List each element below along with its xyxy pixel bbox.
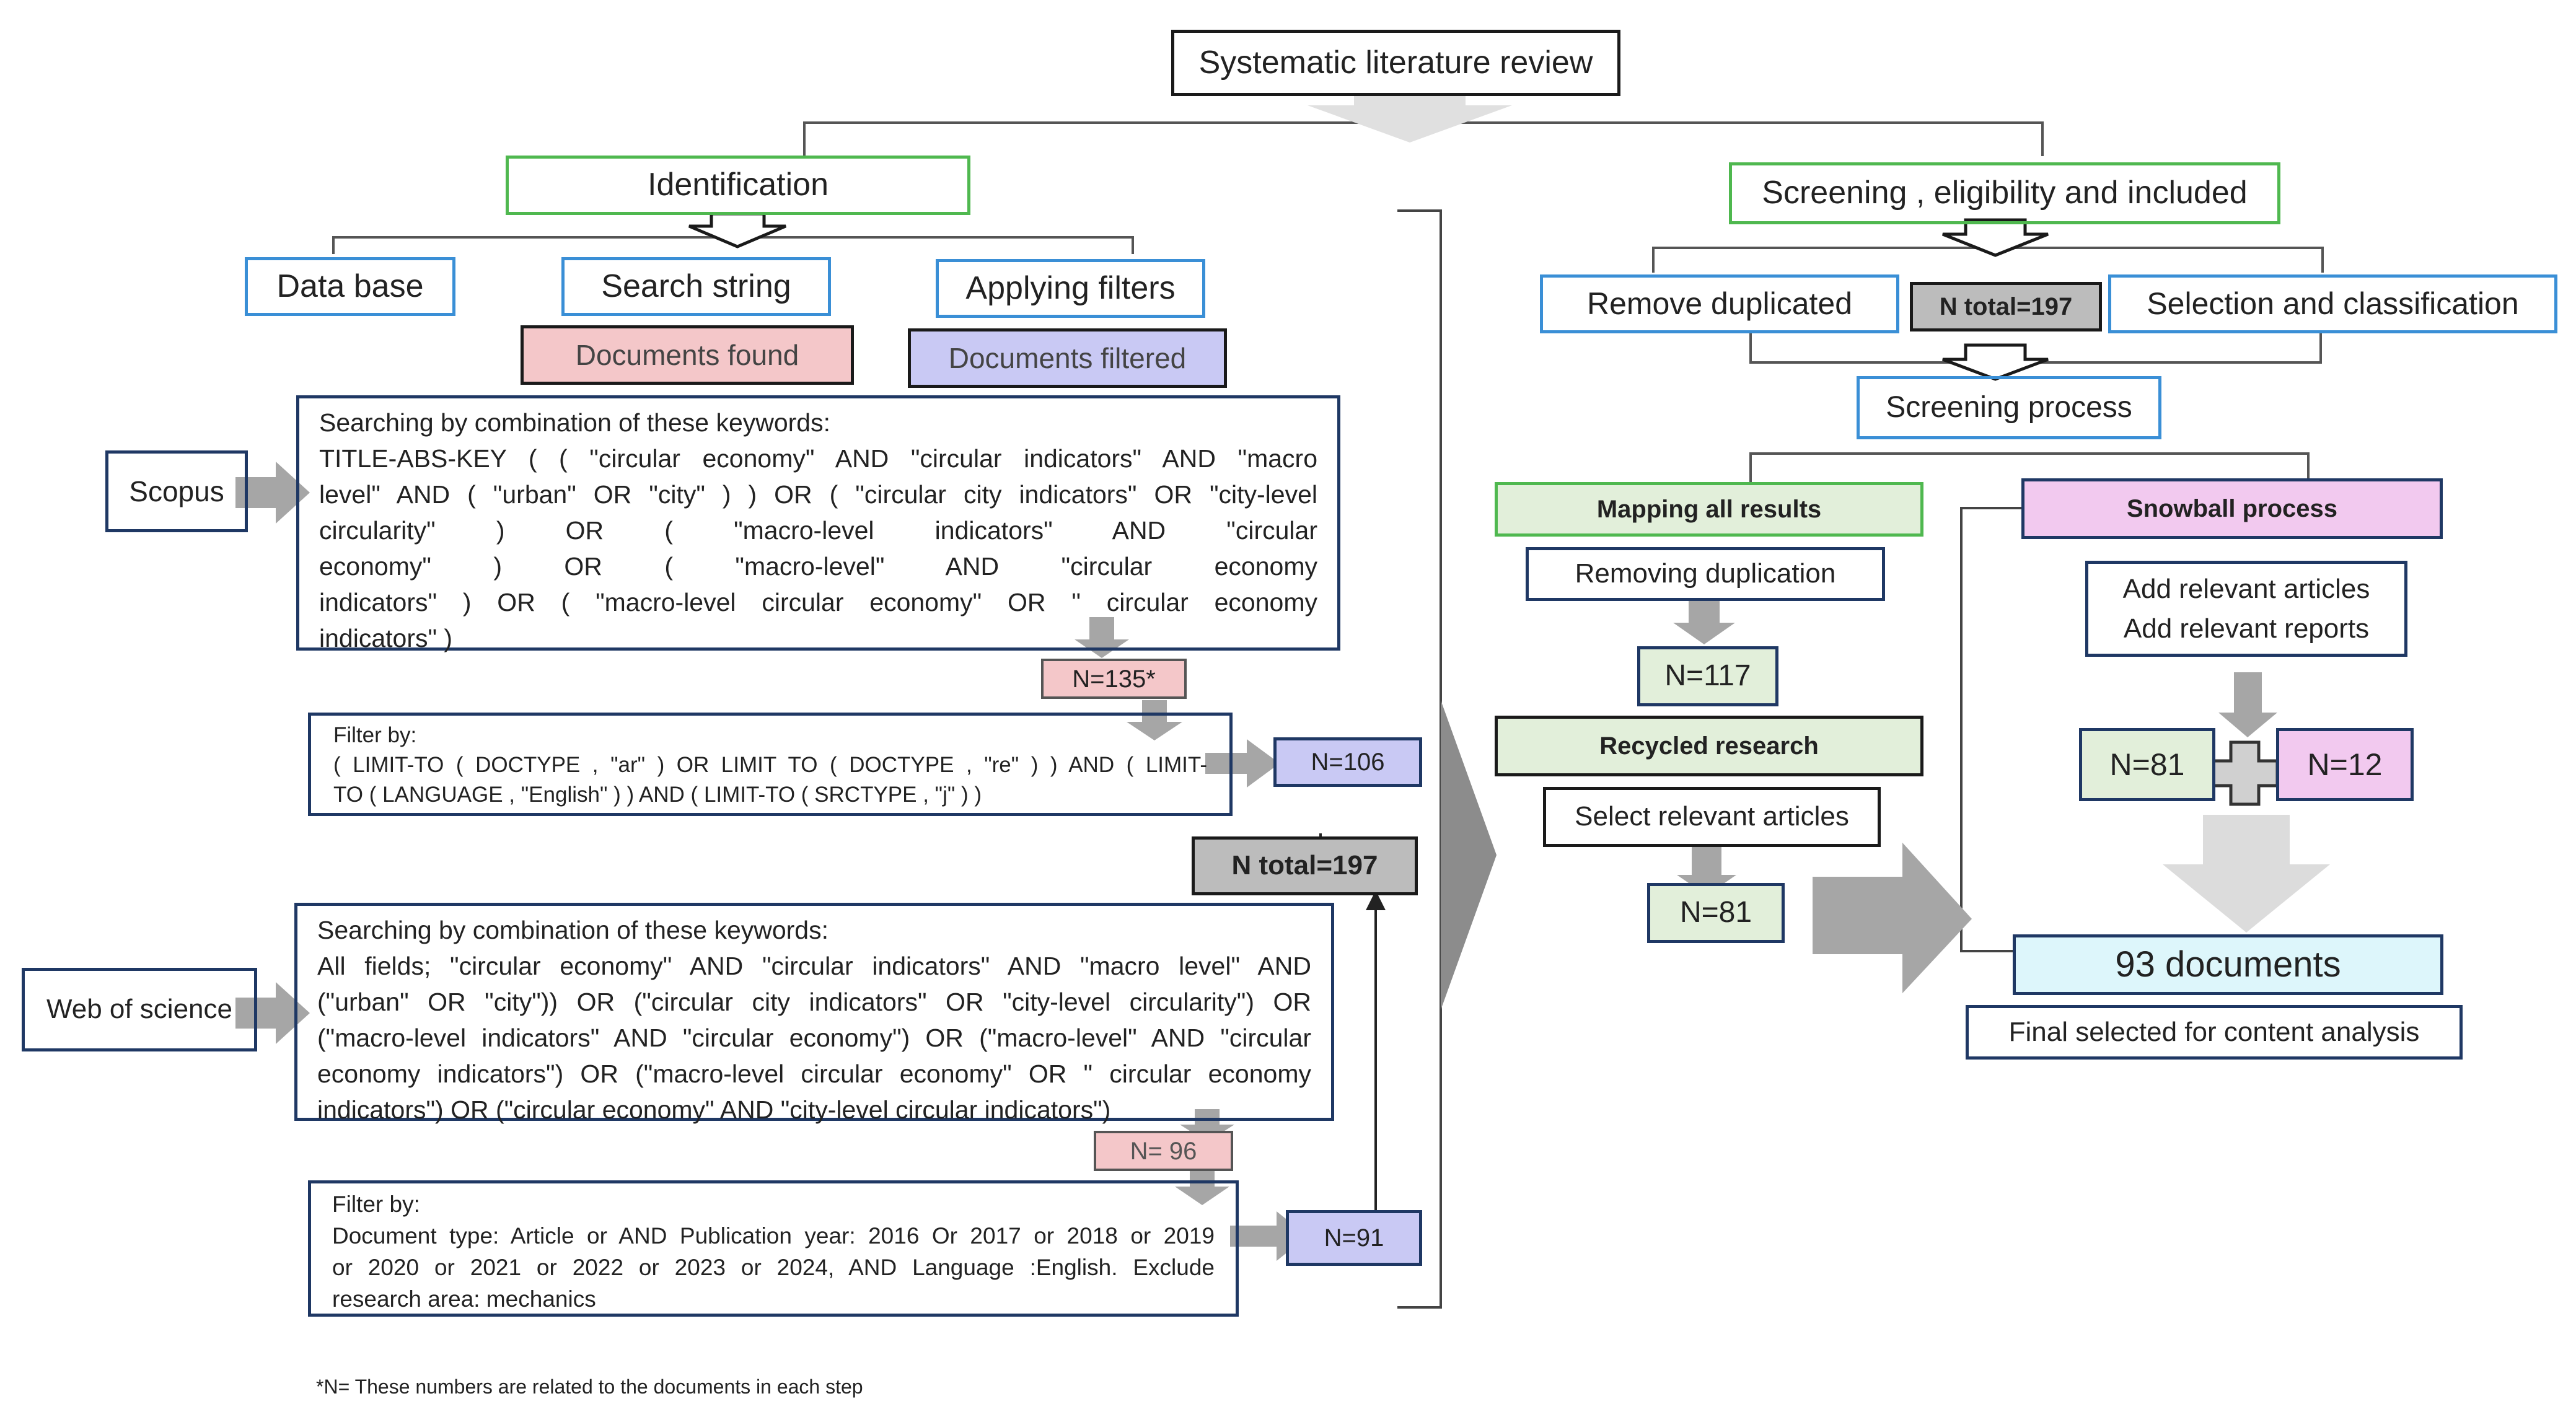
wos-query-line: economy indicators") OR ("macro-level ci… — [317, 1060, 1311, 1088]
scopus-filter-line: ( LIMIT-TO ( DOCTYPE , "ar" ) OR LIMIT T… — [333, 753, 1207, 777]
n12-snowball-box: N=12 — [2276, 728, 2414, 801]
scopus-query-line: economy" ) OR ( "macro-level" AND "circu… — [319, 552, 1317, 581]
arrow-135-filter — [1127, 700, 1182, 740]
wos-filter-line: Filter by: — [332, 1192, 420, 1217]
footnote: *N= These numbers are related to the doc… — [316, 1376, 863, 1398]
snowball-add-articles: Add relevant articles — [2122, 573, 2370, 604]
wos-query-line: All fields; "circular economy" AND "circ… — [317, 952, 1311, 980]
wos-filter-line: research area: mechanics — [332, 1286, 596, 1312]
scopus-query-line: indicators" ) — [319, 624, 453, 652]
scopus-found-count: N=135* — [1041, 659, 1187, 699]
hollow-arrow-process — [1942, 343, 2049, 381]
scopus-query-line: indicators" ) OR ( "macro-level circular… — [319, 588, 1317, 617]
wos-filter-line: or 2020 or 2021 or 2022 or 2023 or 2024,… — [332, 1255, 1215, 1280]
snowball-box: Snowball process — [2021, 478, 2443, 539]
wos-found-count: N= 96 — [1094, 1131, 1233, 1171]
arrow-filter-106 — [1205, 739, 1280, 788]
scopus-filter-box: Filter by: ( LIMIT-TO ( DOCTYPE , "ar" )… — [308, 713, 1233, 816]
wos-query-line: ("urban" OR "city")) OR ("circular city … — [317, 988, 1311, 1016]
scopus-query-box: Searching by combination of these keywor… — [296, 395, 1340, 652]
wos-query-box: Searching by combination of these keywor… — [294, 903, 1334, 1124]
snowball-add-reports: Add relevant reports — [2123, 613, 2370, 644]
screening-box: Screening , eligibility and included — [1729, 162, 2280, 224]
n81-selected-box: N=81 — [1647, 883, 1785, 943]
wos-filter-line: Document type: Article or AND Publicatio… — [332, 1223, 1215, 1249]
hollow-arrow-identification — [688, 212, 786, 248]
identification-box: Identification — [506, 156, 970, 215]
hollow-arrow-screening — [1942, 218, 2049, 257]
mapping-box: Mapping all results — [1495, 482, 1923, 537]
wos-box: Web of science — [22, 968, 257, 1051]
screening-process-box: Screening process — [1857, 376, 2161, 439]
final-label-box: Final selected for content analysis — [1966, 1005, 2463, 1060]
identification-total-box: N total=197 — [1192, 836, 1418, 895]
scopus-query-line: level" AND ( "urban" OR "city" ) ) OR ( … — [319, 480, 1317, 509]
scopus-box: Scopus — [105, 450, 248, 532]
arrow-big-triangle — [1441, 700, 1497, 1010]
data-base-box: Data base — [245, 257, 455, 316]
scopus-query-line: circularity" ) OR ( "macro-level indicat… — [319, 516, 1317, 545]
arrow-down-final — [2163, 815, 2330, 933]
scopus-filter-line: TO ( LANGUAGE , "English" ) ) AND ( LIMI… — [333, 783, 982, 807]
scopus-filtered-count: N=106 — [1273, 737, 1422, 787]
wos-query-line: Searching by combination of these keywor… — [317, 916, 829, 944]
removing-duplication-box: Removing duplication — [1526, 547, 1885, 601]
arrow-query-96 — [1180, 1109, 1234, 1142]
snowball-add-box: Add relevant articles Add relevant repor… — [2085, 561, 2407, 657]
arrow-dedup-117 — [1673, 601, 1735, 644]
recycled-box: Recycled research — [1495, 716, 1923, 776]
documents-found-box: Documents found — [521, 325, 854, 385]
screening-total-box: N total=197 — [1910, 282, 2102, 331]
root-box: Systematic literature review — [1171, 30, 1620, 96]
applying-filters-box: Applying filters — [936, 259, 1205, 318]
wos-filter-box: Filter by: Document type: Article or AND… — [308, 1180, 1239, 1317]
search-string-box: Search string — [561, 257, 831, 316]
wos-filtered-count: N=91 — [1286, 1210, 1422, 1266]
select-relevant-box: Select relevant articles — [1543, 787, 1881, 847]
arrow-root-down — [1308, 96, 1512, 143]
arrow-96-filter — [1175, 1170, 1229, 1205]
wos-query-line: indicators") OR ("circular economy" AND … — [317, 1095, 1111, 1124]
scopus-query-line: Searching by combination of these keywor… — [319, 408, 831, 437]
scopus-filter-line: Filter by: — [333, 723, 417, 747]
arrow-scopus — [235, 462, 310, 524]
process-bracket — [1749, 452, 2310, 482]
remove-duplicated-box: Remove duplicated — [1540, 274, 1899, 333]
scopus-query-line: TITLE-ABS-KEY ( ( "circular economy" AND… — [319, 444, 1317, 473]
wos-query-line: ("macro-level indicators" AND "circular … — [317, 1024, 1311, 1052]
final-count-box: 93 documents — [2013, 934, 2443, 995]
plus-icon — [2210, 740, 2279, 806]
arrow-snowball-down — [2218, 672, 2277, 737]
arrow-to-final — [1813, 843, 1972, 993]
n117-box: N=117 — [1637, 646, 1778, 706]
selection-box: Selection and classification — [2108, 274, 2557, 333]
n81-snowball-box: N=81 — [2079, 728, 2215, 801]
documents-filtered-box: Documents filtered — [908, 328, 1227, 388]
snowball-brace — [1960, 507, 2026, 952]
